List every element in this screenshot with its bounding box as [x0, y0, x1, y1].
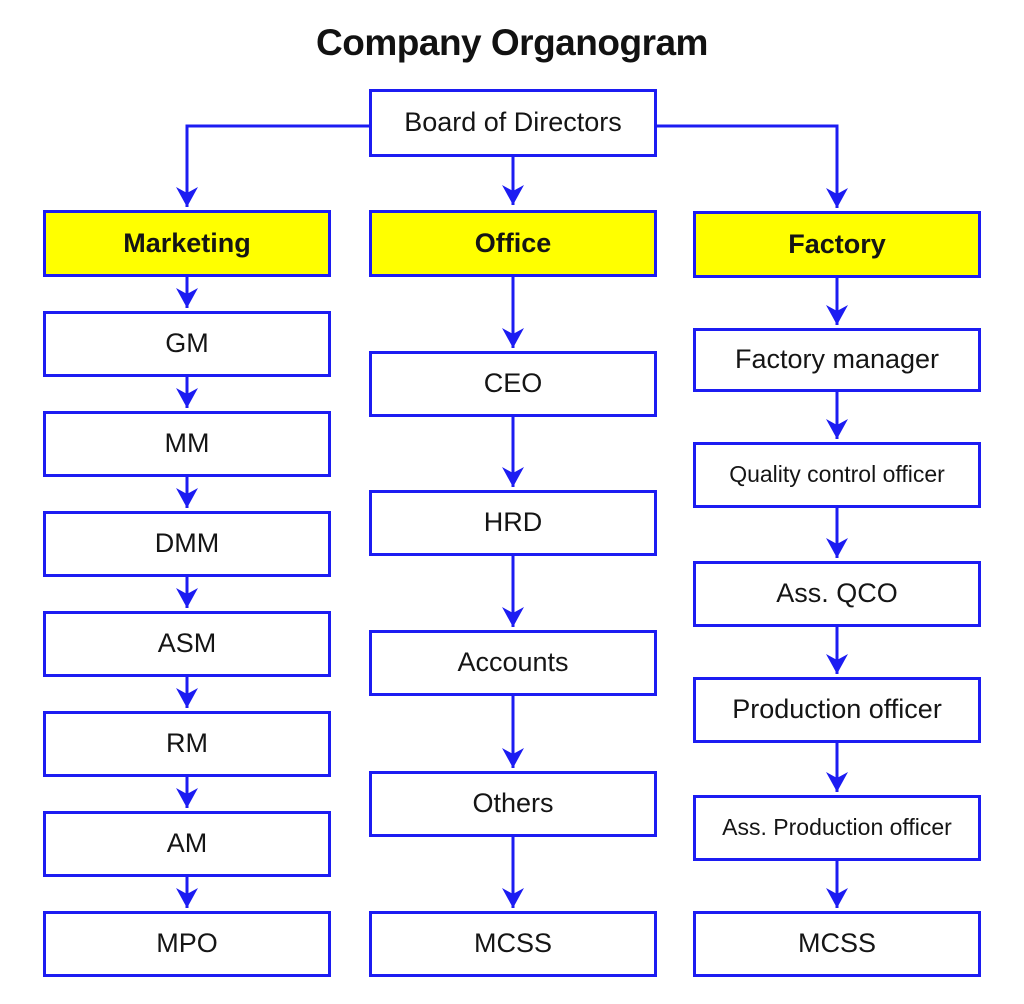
node-accounts: Accounts — [369, 630, 657, 696]
node-rm: RM — [43, 711, 331, 777]
node-mm: MM — [43, 411, 331, 477]
node-production-officer: Production officer — [693, 677, 981, 743]
node-others: Others — [369, 771, 657, 837]
node-quality-control-officer: Quality control officer — [693, 442, 981, 508]
node-gm: GM — [43, 311, 331, 377]
node-dmm: DMM — [43, 511, 331, 577]
node-hrd: HRD — [369, 490, 657, 556]
node-factory-header: Factory — [693, 211, 981, 278]
node-ceo: CEO — [369, 351, 657, 417]
node-board-of-directors: Board of Directors — [369, 89, 657, 157]
node-factory-manager: Factory manager — [693, 328, 981, 392]
node-office-header: Office — [369, 210, 657, 277]
node-am: AM — [43, 811, 331, 877]
page-title: Company Organogram — [316, 22, 708, 63]
node-factory-mcss: MCSS — [693, 911, 981, 977]
node-mpo: MPO — [43, 911, 331, 977]
node-asm: ASM — [43, 611, 331, 677]
node-ass-qco: Ass. QCO — [693, 561, 981, 627]
node-marketing-header: Marketing — [43, 210, 331, 277]
node-office-mcss: MCSS — [369, 911, 657, 977]
node-ass-production-officer: Ass. Production officer — [693, 795, 981, 861]
